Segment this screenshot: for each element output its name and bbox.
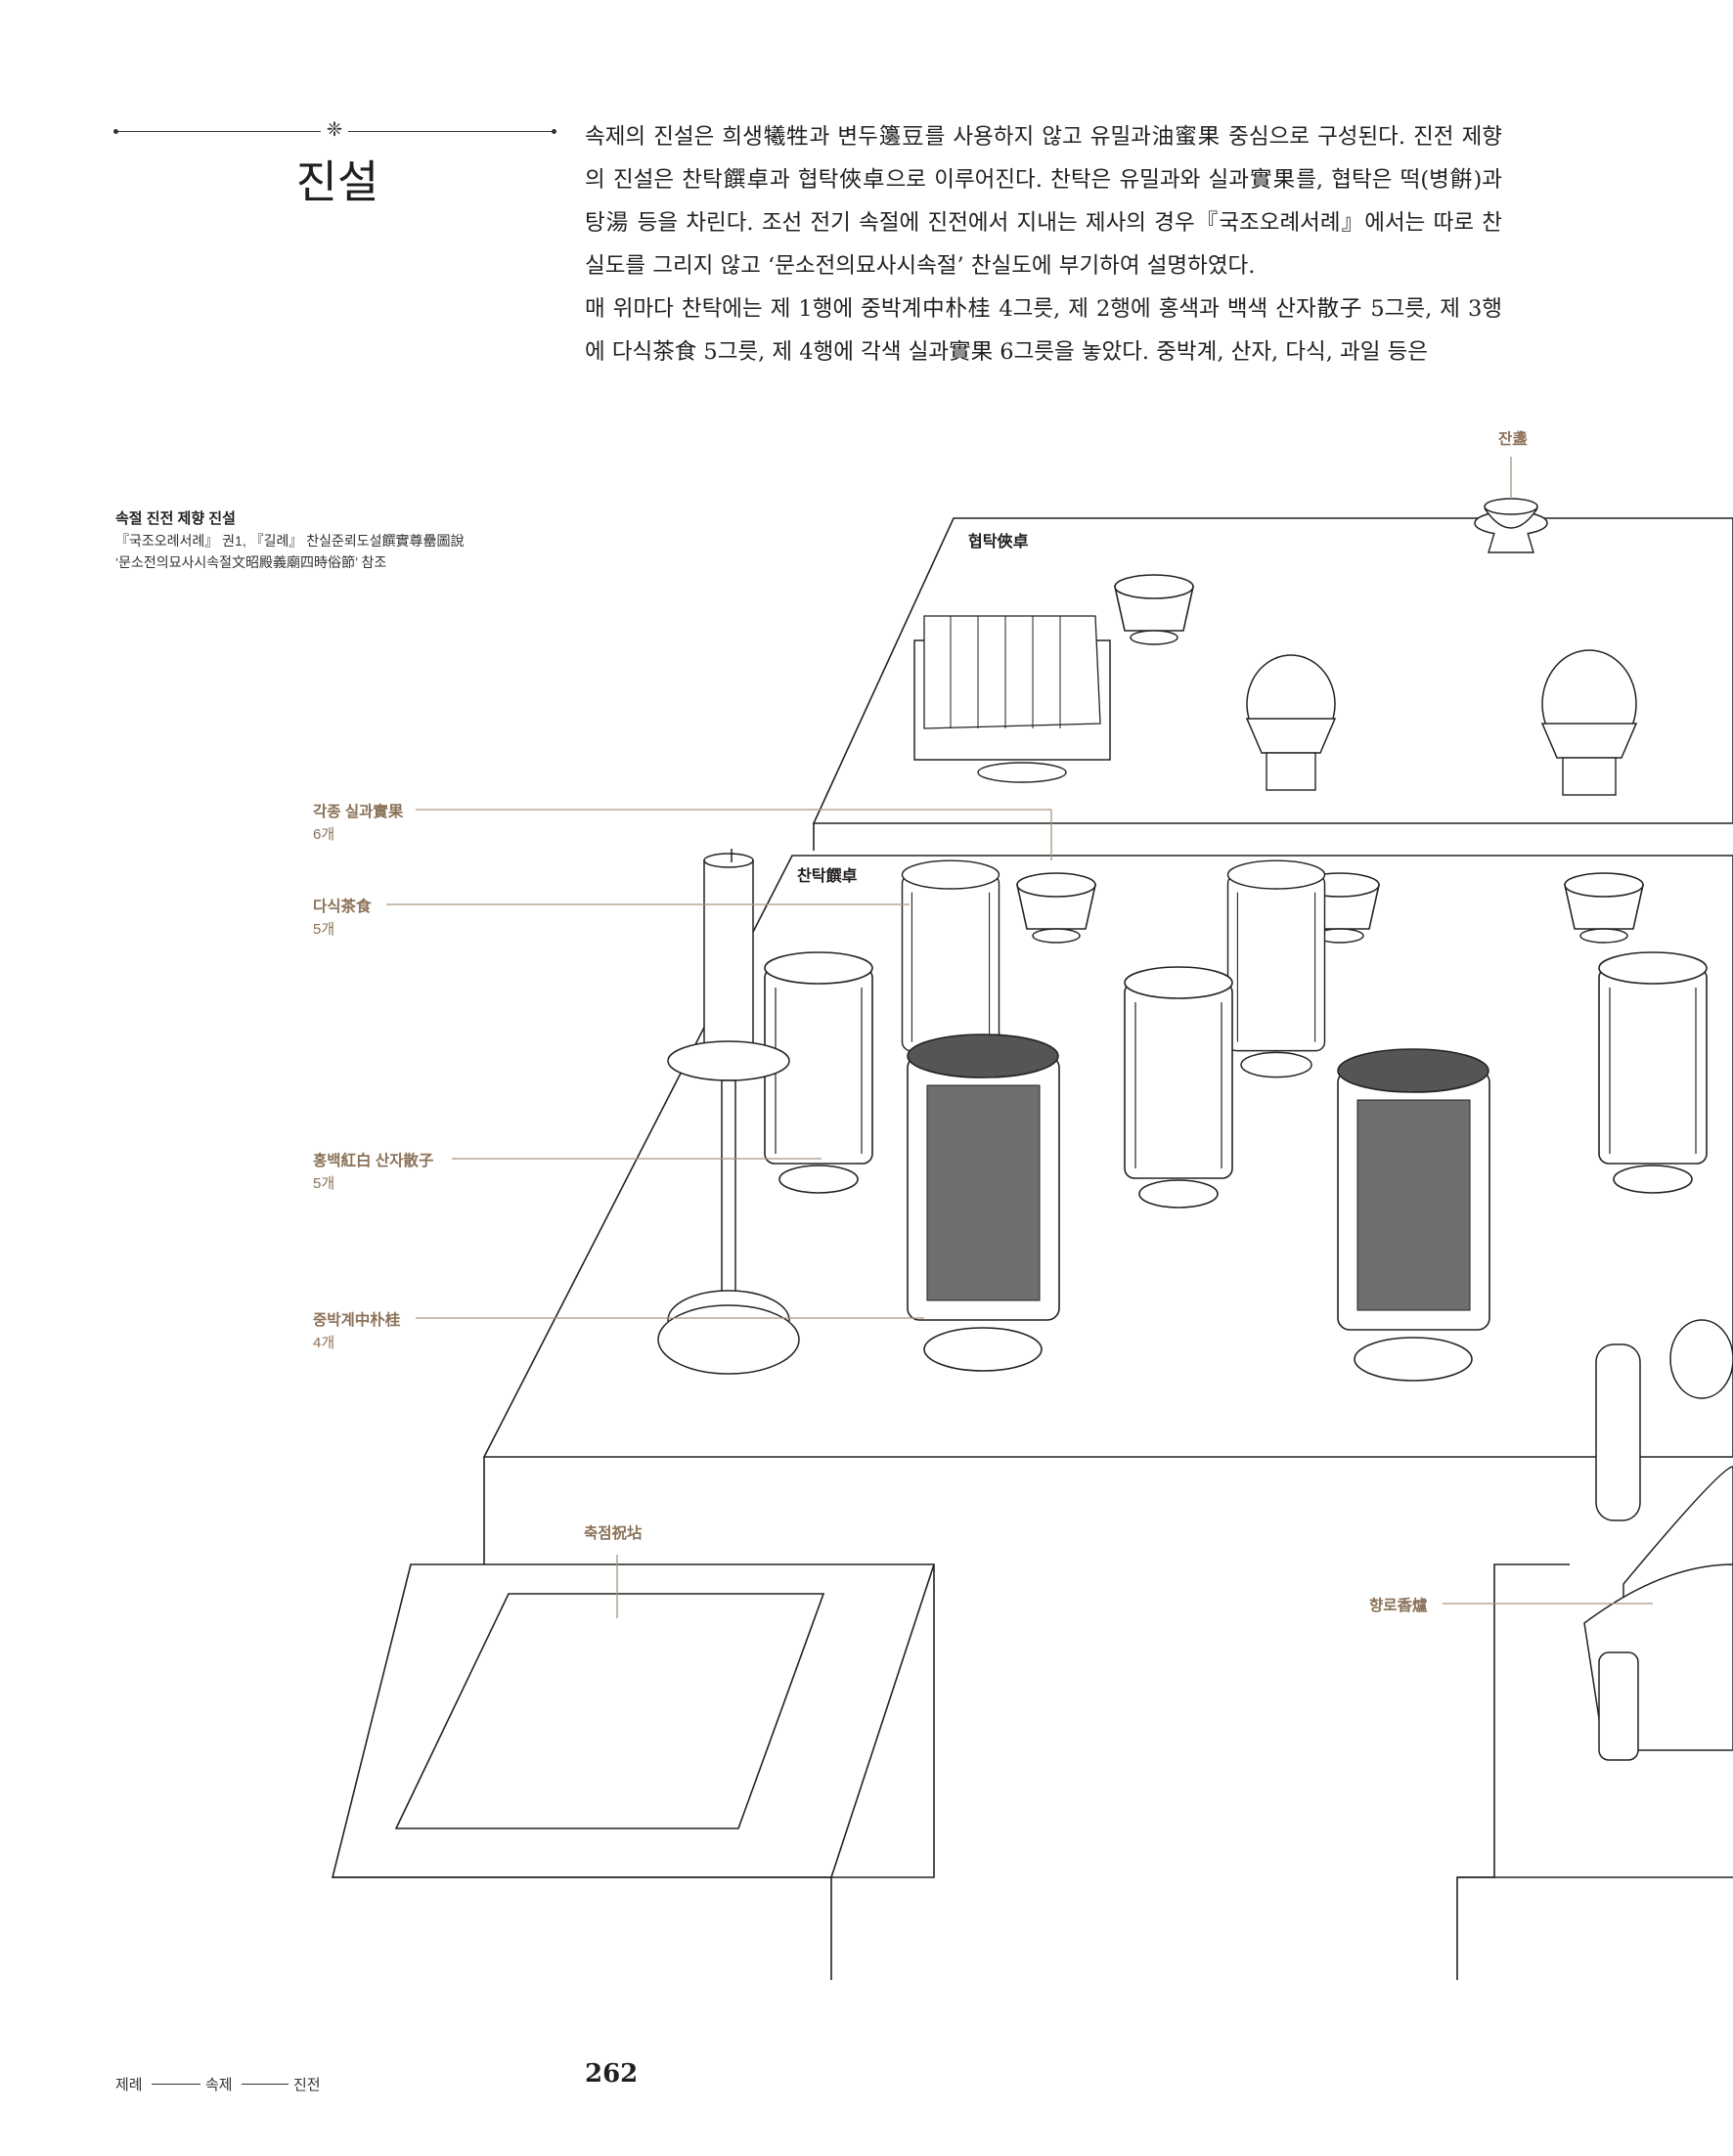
rule-dot-right (552, 129, 556, 134)
label-dasik: 다식茶食 (313, 899, 372, 915)
breadcrumb-divider (242, 2084, 289, 2085)
label-sanja: 홍백紅白 산자散子 (313, 1153, 434, 1169)
sanja-vessel (1124, 966, 1233, 1209)
title-rule-left (115, 131, 321, 132)
breadcrumb-item: 속제 (205, 2077, 233, 2093)
incense-burner (1583, 1319, 1733, 1761)
label-chukjeom: 축점祝坫 (584, 1525, 643, 1542)
breadcrumb-item: 제례 (115, 2077, 143, 2093)
mound-dish (1540, 649, 1638, 796)
sanja-vessel (764, 951, 873, 1194)
label-hyeoptak: 협탁俠卓 (968, 534, 1029, 550)
jungbakgye-vessel (1337, 1048, 1490, 1382)
label-sanja-count: 5개 (313, 1175, 335, 1192)
dasik-vessel (1226, 859, 1326, 1078)
candlestick (657, 849, 800, 1375)
label-jan: 잔盞 (1498, 431, 1528, 448)
label-silgwa-count: 6개 (313, 826, 335, 843)
rice-cake-stack (913, 615, 1111, 783)
figure-caption-reference: ‘문소전의묘사시속절文昭殿義廟四時俗節’ 참조 (115, 554, 387, 570)
label-silgwa: 각종 실과實果 (313, 804, 404, 820)
label-jungbakgye: 중박계中朴桂 (313, 1312, 401, 1329)
page-number: 262 (585, 2059, 639, 2089)
label-jungbakgye-count: 4개 (313, 1335, 335, 1351)
figure-caption-source: 『국조오례서례』 권1, 『길례』 찬실준뢰도설饌實尊罍圖說 (115, 533, 465, 549)
chantak-table (482, 855, 1733, 1564)
figure-caption-title: 속절 진전 제향 진설 (115, 510, 236, 527)
label-dasik-count: 5개 (313, 921, 335, 938)
jungbakgye-vessel (907, 1034, 1060, 1372)
body-paragraph: 속제의 진설은 희생犧牲과 변두籩豆를 사용하지 않고 유밀과油蜜果 중심으로 … (585, 124, 1502, 279)
body-paragraph: 매 위마다 찬탁에는 제 1행에 중박계中朴桂 4그릇, 제 2행에 홍색과 백… (585, 296, 1502, 365)
breadcrumb-divider (152, 2084, 200, 2085)
title-rule-right (348, 131, 554, 132)
body-text: 속제의 진설은 희생犧牲과 변두籩豆를 사용하지 않고 유밀과油蜜果 중심으로 … (585, 115, 1502, 374)
chukjeom-table (331, 1563, 936, 1980)
breadcrumb-item: 진전 (293, 2077, 321, 2093)
label-hyangno: 향로香爐 (1369, 1598, 1428, 1614)
section-title: 진설 (295, 155, 379, 208)
jan-cup (1474, 498, 1548, 553)
incense-table (1456, 1563, 1733, 1980)
label-chantak: 찬탁饌卓 (797, 868, 858, 885)
sanja-vessel (1598, 951, 1708, 1194)
ornament-icon: ❈ (326, 117, 343, 141)
mound-dish (1245, 654, 1337, 791)
